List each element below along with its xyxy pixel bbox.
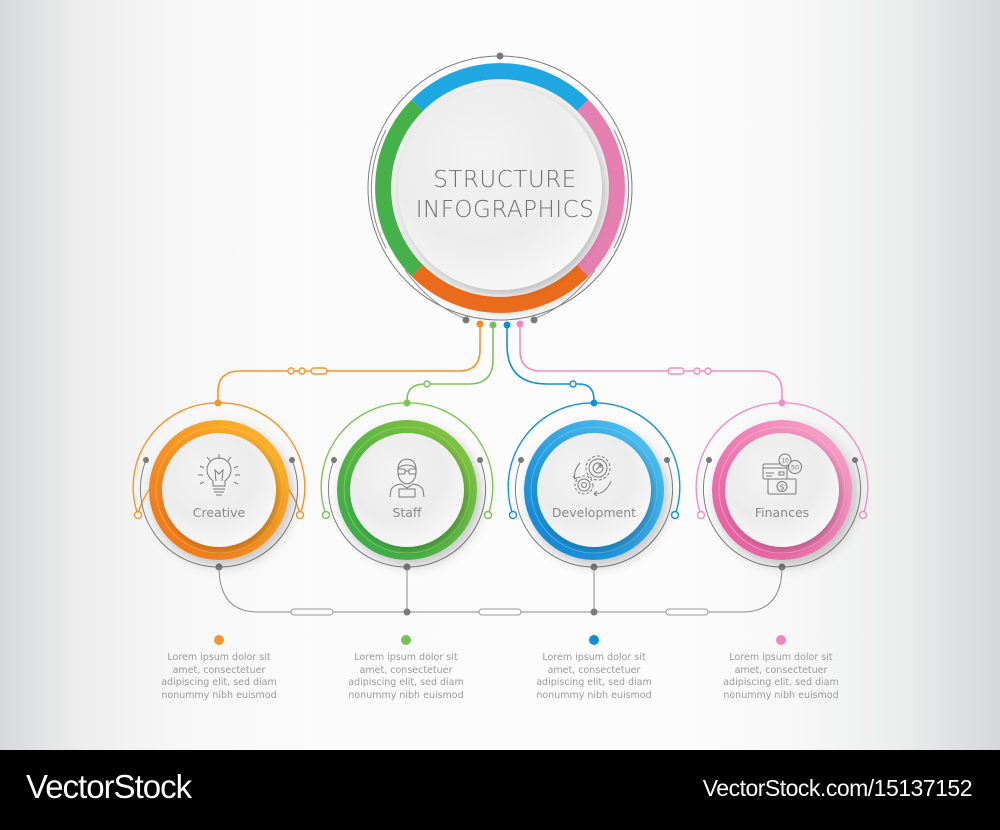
money-card-coins-icon: $ 10 50: [762, 453, 802, 495]
footer-url: VectorStock.com/15137152: [702, 775, 973, 801]
description-line: nonummy nibh euismod: [161, 689, 277, 701]
description-line: adipiscing elit, sed diam: [723, 677, 839, 688]
svg-text:$: $: [779, 483, 784, 492]
description-bullets: [214, 635, 786, 645]
description-creative: Lorem ipsum dolor sit amet, consectetuer…: [144, 652, 294, 702]
lightbulb-icon: [198, 454, 240, 496]
footer-brand: VectorStock: [26, 768, 192, 805]
description-line: amet, consectetuer: [734, 664, 828, 676]
watermark-footer: VectorStock VectorStock.com/15137152: [0, 750, 1000, 830]
svg-text:10: 10: [781, 458, 789, 465]
node-finances: [695, 402, 869, 571]
node-label-development: Development: [551, 505, 637, 520]
description-line: Lorem ipsum dolor sit: [167, 652, 271, 663]
node-creative: [132, 402, 306, 571]
person-glasses-icon: [389, 458, 425, 498]
branch-decorations: [214, 367, 786, 407]
description-line: amet, consectetuer: [172, 664, 266, 676]
node-development: [507, 402, 681, 571]
svg-text:50: 50: [791, 464, 799, 472]
node-staff: [320, 402, 494, 571]
description-line: nonummy nibh euismod: [536, 689, 652, 701]
description-staff: Lorem ipsum dolor sit amet, consectetuer…: [331, 652, 481, 702]
gears-arrow-icon: [572, 455, 612, 497]
infographic-canvas: $ 10 50 STRUCTURE INFOGRAPHICS: [0, 0, 1000, 750]
title-circle: [367, 52, 633, 321]
description-line: adipiscing elit, sed diam: [536, 677, 652, 688]
node-label-creative: Creative: [192, 505, 246, 520]
description-finances: Lorem ipsum dolor sit amet, consectetuer…: [706, 652, 856, 702]
description-line: Lorem ipsum dolor sit: [729, 652, 833, 663]
description-line: Lorem ipsum dolor sit: [542, 652, 646, 663]
description-line: amet, consectetuer: [359, 664, 453, 676]
diagram-graphics: $ 10 50: [132, 52, 869, 645]
branch-lines: [217, 324, 783, 403]
title-line-2: INFOGRAPHICS: [415, 197, 595, 223]
description-line: nonummy nibh euismod: [723, 689, 839, 701]
description-development: Lorem ipsum dolor sit amet, consectetuer…: [519, 652, 669, 702]
description-line: Lorem ipsum dolor sit: [354, 652, 458, 663]
description-line: adipiscing elit, sed diam: [348, 677, 464, 688]
description-line: amet, consectetuer: [547, 664, 641, 676]
title-line-1: STRUCTURE: [433, 167, 577, 193]
description-line: nonummy nibh euismod: [348, 689, 464, 701]
node-label-staff: Staff: [392, 505, 422, 520]
bottom-bus: [218, 566, 783, 616]
description-line: adipiscing elit, sed diam: [161, 677, 277, 688]
node-label-finances: Finances: [754, 505, 810, 520]
title-text: STRUCTURE INFOGRAPHICS: [390, 165, 620, 225]
